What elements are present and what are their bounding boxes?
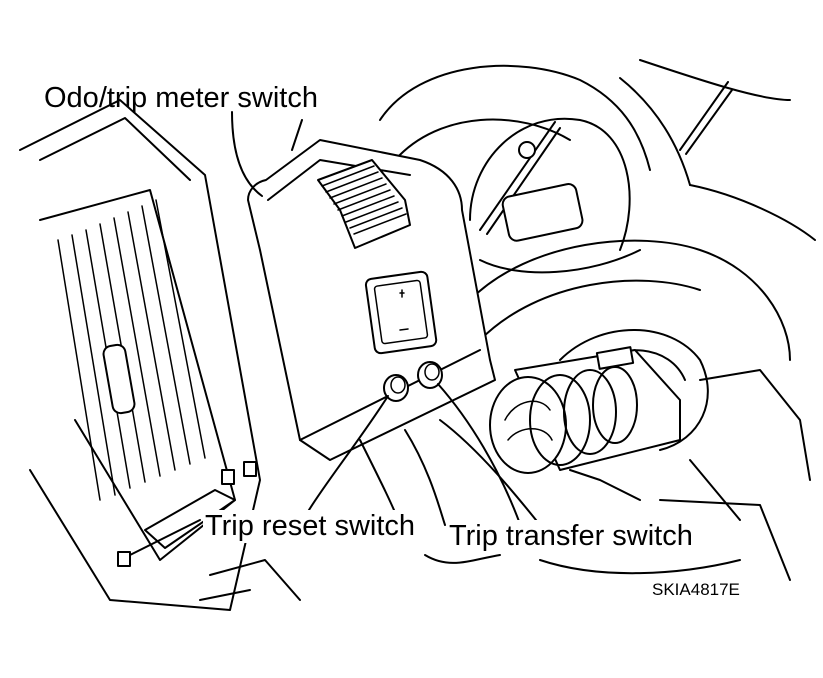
thumb-wheel[interactable] xyxy=(317,159,411,249)
trip-reset-button[interactable] xyxy=(383,374,409,402)
wiper-stalk xyxy=(489,346,681,501)
trip-transfer-button[interactable] xyxy=(417,361,443,389)
leader-lines xyxy=(231,111,521,525)
trip-transfer-switch-label: Trip transfer switch xyxy=(447,520,695,553)
instrument-cluster xyxy=(379,59,816,274)
figure-code-label: SKIA4817E xyxy=(652,580,740,599)
air-vent xyxy=(19,99,301,611)
trip-reset-switch-label: Trip reset switch xyxy=(203,510,418,543)
illumination-rocker-switch[interactable] xyxy=(364,270,438,355)
odo-trip-meter-switch-label: Odo/trip meter switch xyxy=(44,82,318,114)
steering-column xyxy=(469,239,811,581)
